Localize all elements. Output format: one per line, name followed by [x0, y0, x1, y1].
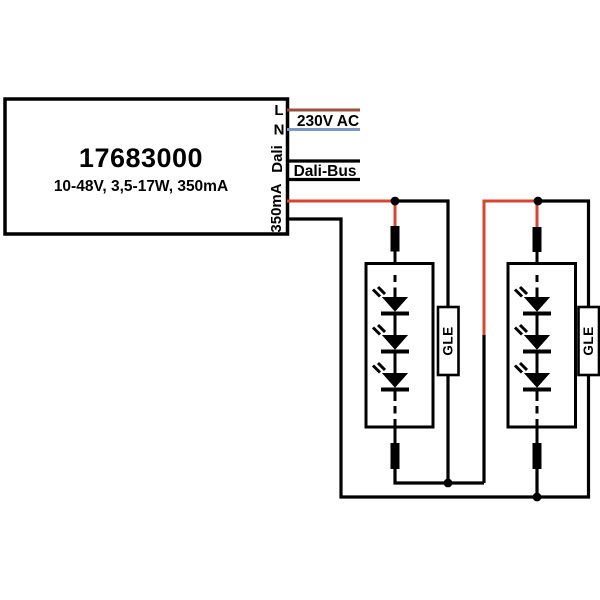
module1-resistor-top [390, 226, 400, 252]
terminal-label-dali: Dali [269, 145, 286, 173]
module2-gle-box [577, 305, 600, 377]
wire-output-return-rail [287, 217, 591, 499]
driver-model: 17683000 [79, 143, 203, 173]
module1-gle-feed-wire [395, 199, 450, 307]
module2-resistor-top [532, 227, 542, 252]
driver-box: 17683000 10-48V, 3,5-17W, 350mA L N Dali… [3, 97, 290, 236]
junction-dot [533, 196, 543, 206]
junction-dot [390, 196, 400, 206]
driver-outline [3, 97, 290, 236]
led-icon [371, 361, 411, 393]
module1-gle-label: GLE [441, 326, 456, 355]
module1-resistor-bottom [390, 443, 400, 469]
led-module-1: GLE [364, 196, 484, 488]
mains-connection: 230V AC [287, 108, 360, 131]
led-icon [371, 285, 411, 317]
junction-dot [532, 492, 542, 502]
module2-gle-feed-wire [537, 199, 591, 307]
module1-bottom-wire [393, 469, 484, 485]
module2-resistor-bottom [532, 443, 542, 469]
led-icon [513, 323, 553, 355]
module2-gle-label: GLE [581, 326, 596, 355]
module2-outline [506, 262, 577, 429]
driver-specs: 10-48V, 3,5-17W, 350mA [54, 178, 228, 195]
mains-label: 230V AC [297, 113, 359, 130]
led-icon [371, 323, 411, 355]
terminal-label-l: L [274, 102, 283, 119]
module1-outline [364, 262, 435, 429]
dali-label: Dali-Bus [294, 163, 357, 180]
terminal-label-n: N [274, 122, 285, 139]
led-icon [513, 361, 553, 393]
led-module-2: GLE [506, 196, 600, 502]
terminal-label-output: 350mA [268, 183, 285, 232]
series-link-positive [482, 199, 538, 335]
junction-dot [443, 478, 453, 488]
led-icon [513, 285, 553, 317]
dali-connection: Dali-Bus [287, 159, 360, 182]
